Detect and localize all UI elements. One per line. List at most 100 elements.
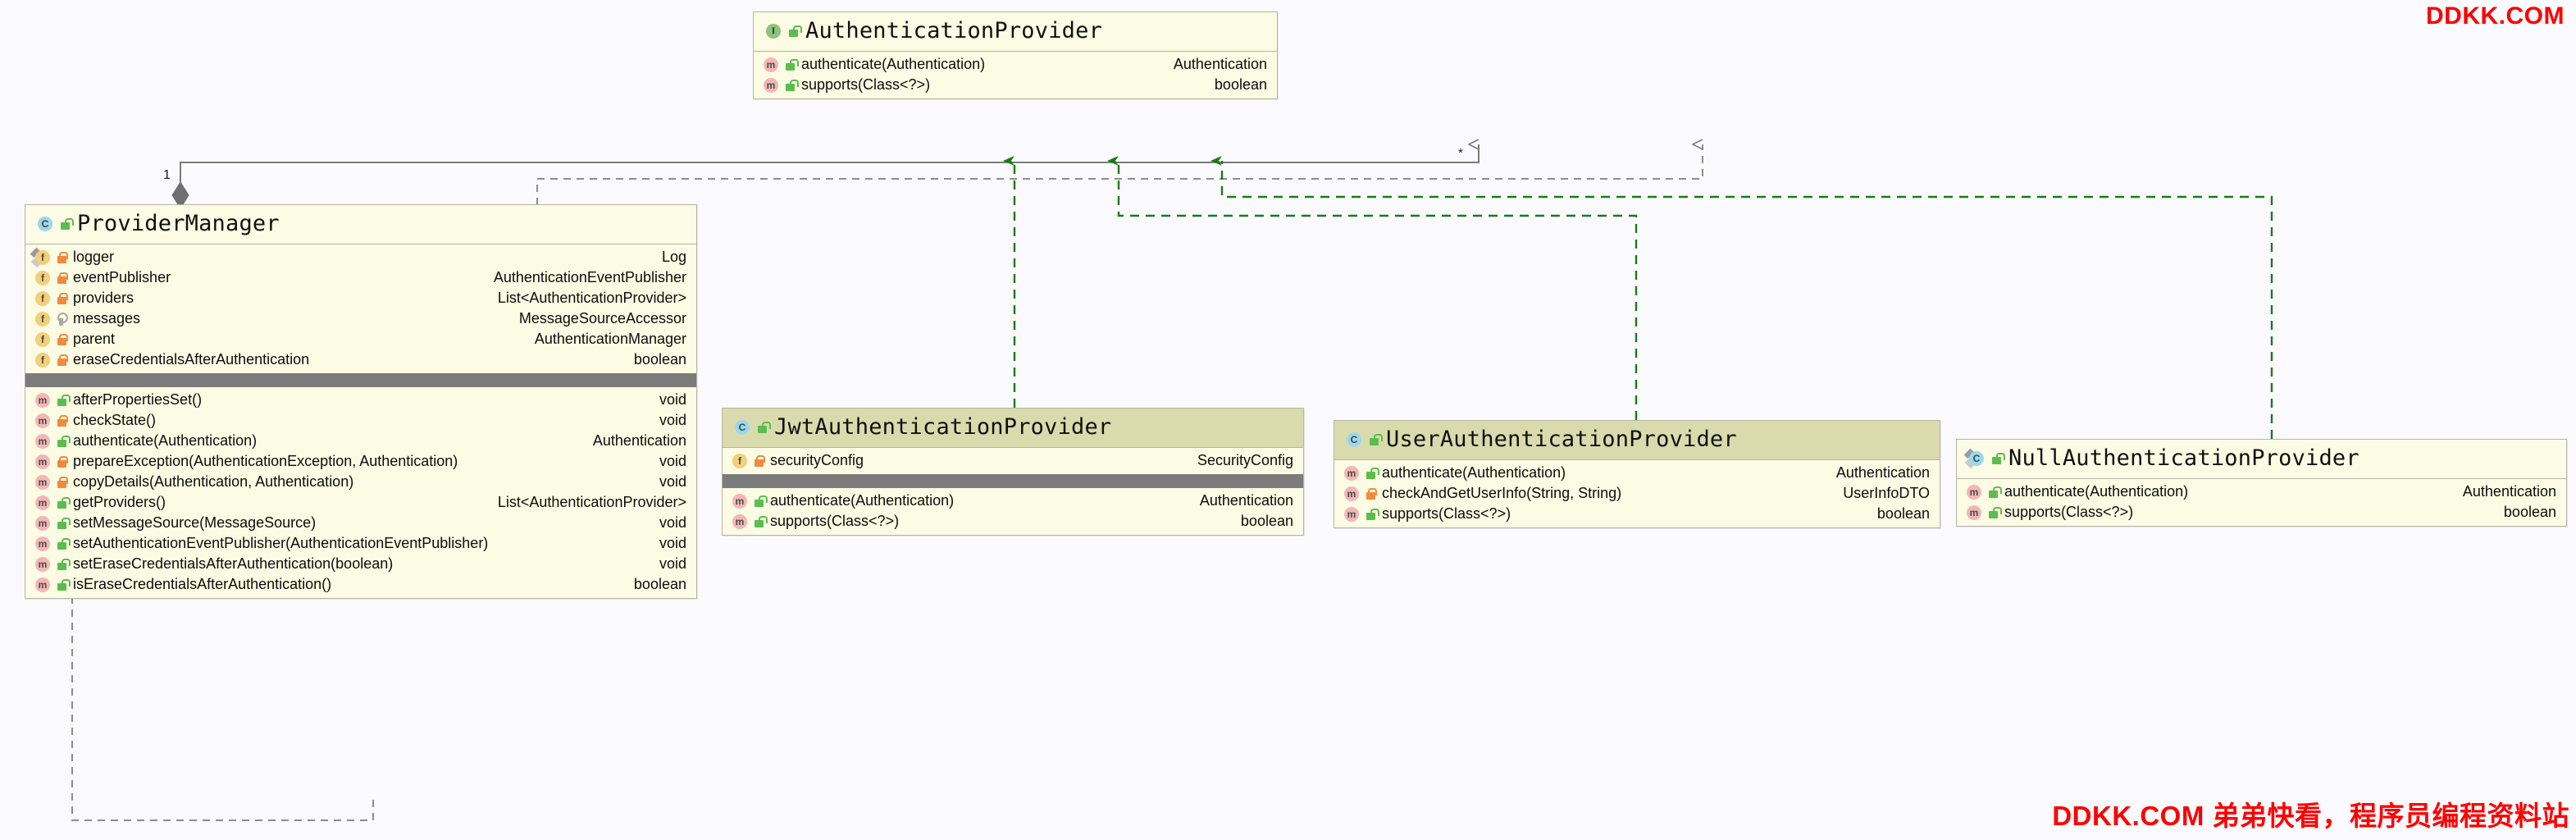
- method-icon: m: [34, 392, 51, 409]
- visibility-public-icon: [56, 496, 71, 509]
- member-name: logger: [73, 249, 115, 265]
- methods-compartment: m afterPropertiesSet() void m checkState…: [25, 387, 696, 598]
- class-header[interactable]: I AuthenticationProvider: [754, 12, 1277, 52]
- class-header[interactable]: C NullAuthenticationProvider: [1957, 440, 2566, 479]
- method-icon: m: [34, 433, 51, 450]
- member-row[interactable]: f messages MessageSourceAccessor: [25, 308, 696, 329]
- visibility-public-icon: [1990, 452, 2005, 465]
- member-row[interactable]: f securityConfig SecurityConfig: [723, 450, 1303, 471]
- watermark-bottom-right: DDKK.COM 弟弟快看，程序员编程资料站: [2052, 801, 2569, 831]
- class-box-authentication-provider[interactable]: I AuthenticationProvider m authenticate(…: [753, 11, 1278, 99]
- visibility-public-icon: [56, 394, 71, 407]
- member-row[interactable]: f providers List<AuthenticationProvider>: [25, 288, 696, 308]
- method-icon: m: [34, 556, 51, 573]
- member-type: SecurityConfig: [1197, 452, 1293, 468]
- compartment-divider: [723, 474, 1303, 488]
- member-type: Authentication: [1835, 464, 1930, 481]
- member-row[interactable]: m supports(Class<?>) boolean: [723, 511, 1303, 532]
- edge-label-multiplicity-source: 1: [163, 168, 171, 182]
- member-row[interactable]: f eraseCredentialsAfterAuthentication bo…: [25, 349, 696, 370]
- method-icon: m: [732, 514, 748, 530]
- visibility-private-icon: [56, 272, 68, 285]
- member-row[interactable]: m supports(Class<?>) boolean: [754, 75, 1277, 95]
- class-name: JwtAuthenticationProvider: [774, 414, 1112, 440]
- class-box-jwt-authentication-provider[interactable]: C JwtAuthenticationProvider f securityCo…: [722, 408, 1304, 536]
- visibility-protected-icon: [56, 312, 68, 326]
- member-name: supports(Class<?>): [770, 513, 900, 529]
- member-row[interactable]: m setMessageSource(MessageSource) void: [25, 513, 696, 533]
- member-type: MessageSourceAccessor: [518, 310, 686, 326]
- class-name: AuthenticationProvider: [805, 18, 1103, 43]
- member-row[interactable]: m isEraseCredentialsAfterAuthentication(…: [25, 574, 696, 595]
- member-type: void: [659, 514, 686, 531]
- member-row[interactable]: f logger Log: [25, 245, 696, 268]
- visibility-private-icon: [56, 476, 68, 489]
- visibility-public-icon: [756, 421, 771, 434]
- visibility-public-icon: [1987, 486, 2002, 499]
- member-row[interactable]: m checkState() void: [25, 410, 696, 431]
- member-type: AuthenticationManager: [534, 331, 686, 347]
- class-header[interactable]: C UserAuthenticationProvider: [1334, 421, 1940, 460]
- member-type: boolean: [1876, 505, 1930, 522]
- member-row[interactable]: f parent AuthenticationManager: [25, 329, 696, 349]
- member-row[interactable]: m setAuthenticationEventPublisher(Authen…: [25, 533, 696, 554]
- member-row[interactable]: m getProviders() List<AuthenticationProv…: [25, 492, 696, 513]
- member-type: void: [659, 555, 686, 572]
- member-type: boolean: [2503, 504, 2556, 520]
- member-row[interactable]: m authenticate(Authentication) Authentic…: [1957, 482, 2566, 502]
- member-row[interactable]: m prepareException(AuthenticationExcepti…: [25, 451, 696, 472]
- member-row[interactable]: m authenticate(Authentication) Authentic…: [754, 54, 1277, 75]
- member-row[interactable]: m supports(Class<?>) boolean: [1334, 504, 1940, 524]
- member-row[interactable]: m setEraseCredentialsAfterAuthentication…: [25, 554, 696, 574]
- member-row[interactable]: m checkAndGetUserInfo(String, String) Us…: [1334, 483, 1940, 504]
- member-name: eventPublisher: [73, 269, 171, 285]
- member-name: authenticate(Authentication): [73, 432, 258, 449]
- visibility-private-icon: [56, 251, 68, 264]
- methods-compartment: m authenticate(Authentication) Authentic…: [754, 52, 1277, 98]
- field-icon: f: [34, 352, 51, 368]
- static-class-icon: C: [1963, 446, 1985, 469]
- member-row[interactable]: m afterPropertiesSet() void: [25, 390, 696, 410]
- member-row[interactable]: m authenticate(Authentication) Authentic…: [1334, 463, 1940, 483]
- visibility-public-icon: [1987, 506, 2002, 519]
- method-icon: m: [763, 57, 779, 73]
- visibility-public-icon: [59, 217, 74, 231]
- fields-compartment: f securityConfig SecurityConfig: [723, 448, 1303, 474]
- member-name: supports(Class<?>): [801, 76, 931, 93]
- method-icon: m: [1966, 504, 1982, 521]
- field-icon: f: [34, 270, 51, 286]
- member-name: copyDetails(Authentication, Authenticati…: [73, 473, 354, 490]
- member-type: boolean: [1214, 76, 1267, 93]
- edge-realization-null-authenticationprovider: [1210, 156, 2273, 439]
- class-box-provider-manager[interactable]: C ProviderManager f logger Log f eventPu…: [25, 204, 697, 599]
- member-type: boolean: [633, 576, 686, 592]
- member-name: supports(Class<?>): [2004, 504, 2134, 520]
- member-name: setAuthenticationEventPublisher(Authenti…: [73, 535, 489, 551]
- visibility-private-icon: [56, 414, 68, 427]
- member-row[interactable]: m supports(Class<?>) boolean: [1957, 502, 2566, 523]
- methods-compartment: m authenticate(Authentication) Authentic…: [1957, 479, 2566, 526]
- visibility-public-icon: [1365, 467, 1379, 480]
- member-name: prepareException(AuthenticationException…: [73, 453, 458, 469]
- member-type: void: [659, 535, 686, 551]
- edge-realization-user-authenticationprovider: [1107, 156, 1638, 420]
- member-row[interactable]: m copyDetails(Authentication, Authentica…: [25, 472, 696, 492]
- class-header[interactable]: C ProviderManager: [25, 205, 696, 244]
- member-name: setEraseCredentialsAfterAuthentication(b…: [73, 555, 394, 572]
- class-icon: C: [734, 419, 750, 436]
- method-icon: m: [763, 77, 779, 94]
- member-row[interactable]: m authenticate(Authentication) Authentic…: [25, 431, 696, 451]
- member-type: void: [659, 412, 686, 428]
- member-type: AuthenticationEventPublisher: [493, 269, 686, 285]
- visibility-public-icon: [56, 435, 71, 448]
- class-header[interactable]: C JwtAuthenticationProvider: [723, 409, 1303, 448]
- visibility-public-icon: [784, 58, 799, 71]
- member-type: UserInfoDTO: [1843, 485, 1930, 501]
- member-row[interactable]: m authenticate(Authentication) Authentic…: [723, 491, 1303, 511]
- method-icon: m: [34, 495, 51, 511]
- method-icon: m: [34, 454, 51, 470]
- class-box-user-authentication-provider[interactable]: C UserAuthenticationProvider m authentic…: [1334, 420, 1940, 528]
- member-type: void: [659, 453, 686, 469]
- class-box-null-authentication-provider[interactable]: C NullAuthenticationProvider m authentic…: [1956, 439, 2567, 527]
- member-row[interactable]: f eventPublisher AuthenticationEventPubl…: [25, 267, 696, 288]
